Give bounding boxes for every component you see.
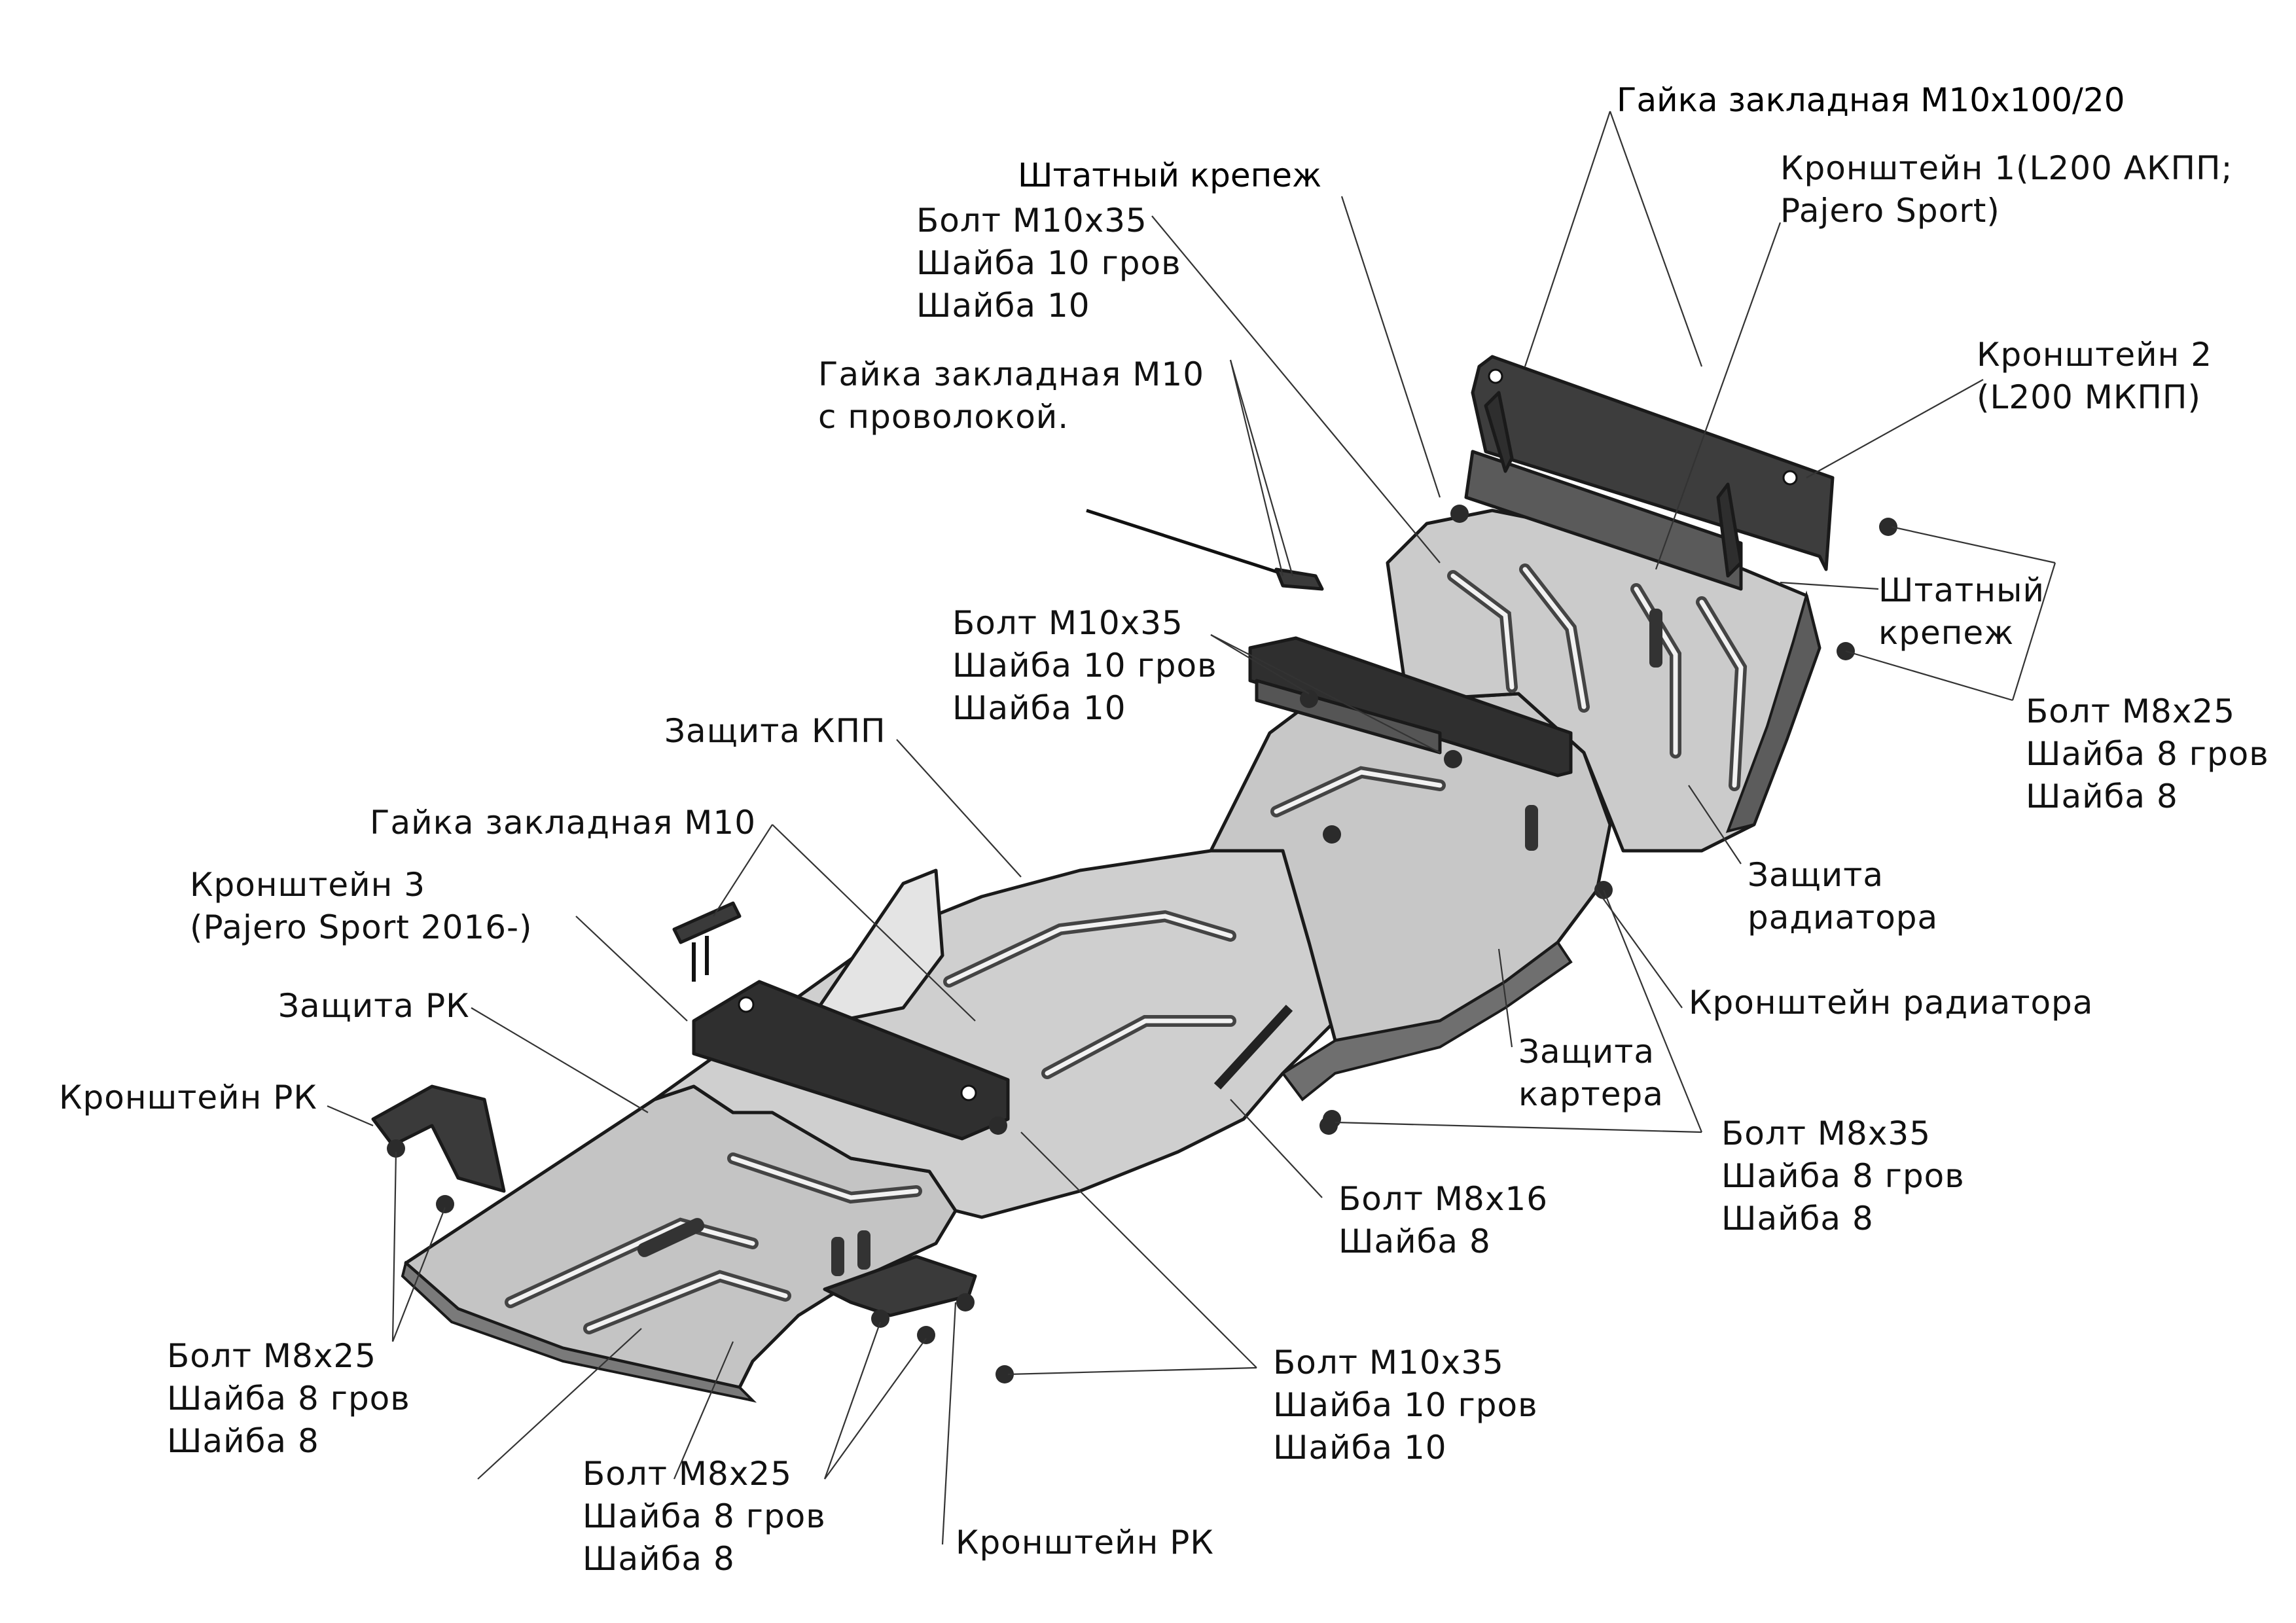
leader-lines [327, 111, 2056, 1545]
label-transfer-bracket-left: Кронштейн РК [59, 1079, 317, 1116]
gearbox-guard [653, 849, 1337, 1219]
stamped-ribs [505, 563, 1748, 1334]
radiator-guard-side [1725, 590, 1821, 833]
label-bracket-3: Кронштейн 3(Pajero Sport 2016-) [190, 866, 533, 946]
label-bracket-2: Кронштейн 2(L200 МКПП) [1977, 336, 2213, 416]
label-radiator-bracket: Кронштейн радиатора [1689, 984, 2094, 1022]
label-transfer-guard: Защита РК [278, 987, 470, 1025]
gearbox-guard-side-flap [803, 868, 944, 1029]
label-nut-m10x100: Гайка закладная М10х100/20 [1617, 81, 2125, 119]
skid-plate-assembly [401, 508, 1821, 1403]
labels: Гайка закладная М10х100/20 Штатный крепе… [1018, 81, 2125, 194]
label-transfer-bracket-bottom: Кронштейн РК [956, 1524, 1214, 1561]
label-stock-fastener-top: Штатный крепеж [1018, 156, 1321, 194]
bolts [387, 505, 1897, 1383]
slots [637, 609, 1662, 1276]
crankcase-guard-edge [1281, 940, 1573, 1101]
label-nut-m10: Гайка закладная М10 [370, 804, 757, 842]
nut-with-wire [1086, 508, 1324, 591]
bracket-3 [692, 980, 1010, 1141]
label-gearbox-guard: Защита КПП [664, 712, 886, 750]
nut-plate [672, 901, 742, 982]
bracket-1-2 [1464, 355, 1835, 591]
transfer-bracket-left [371, 1084, 506, 1193]
label-bracket-1: Кронштейн 1(L200 АКПП;Pajero Sport) [1780, 149, 2233, 230]
transfer-case-guard-edge [401, 1260, 757, 1403]
